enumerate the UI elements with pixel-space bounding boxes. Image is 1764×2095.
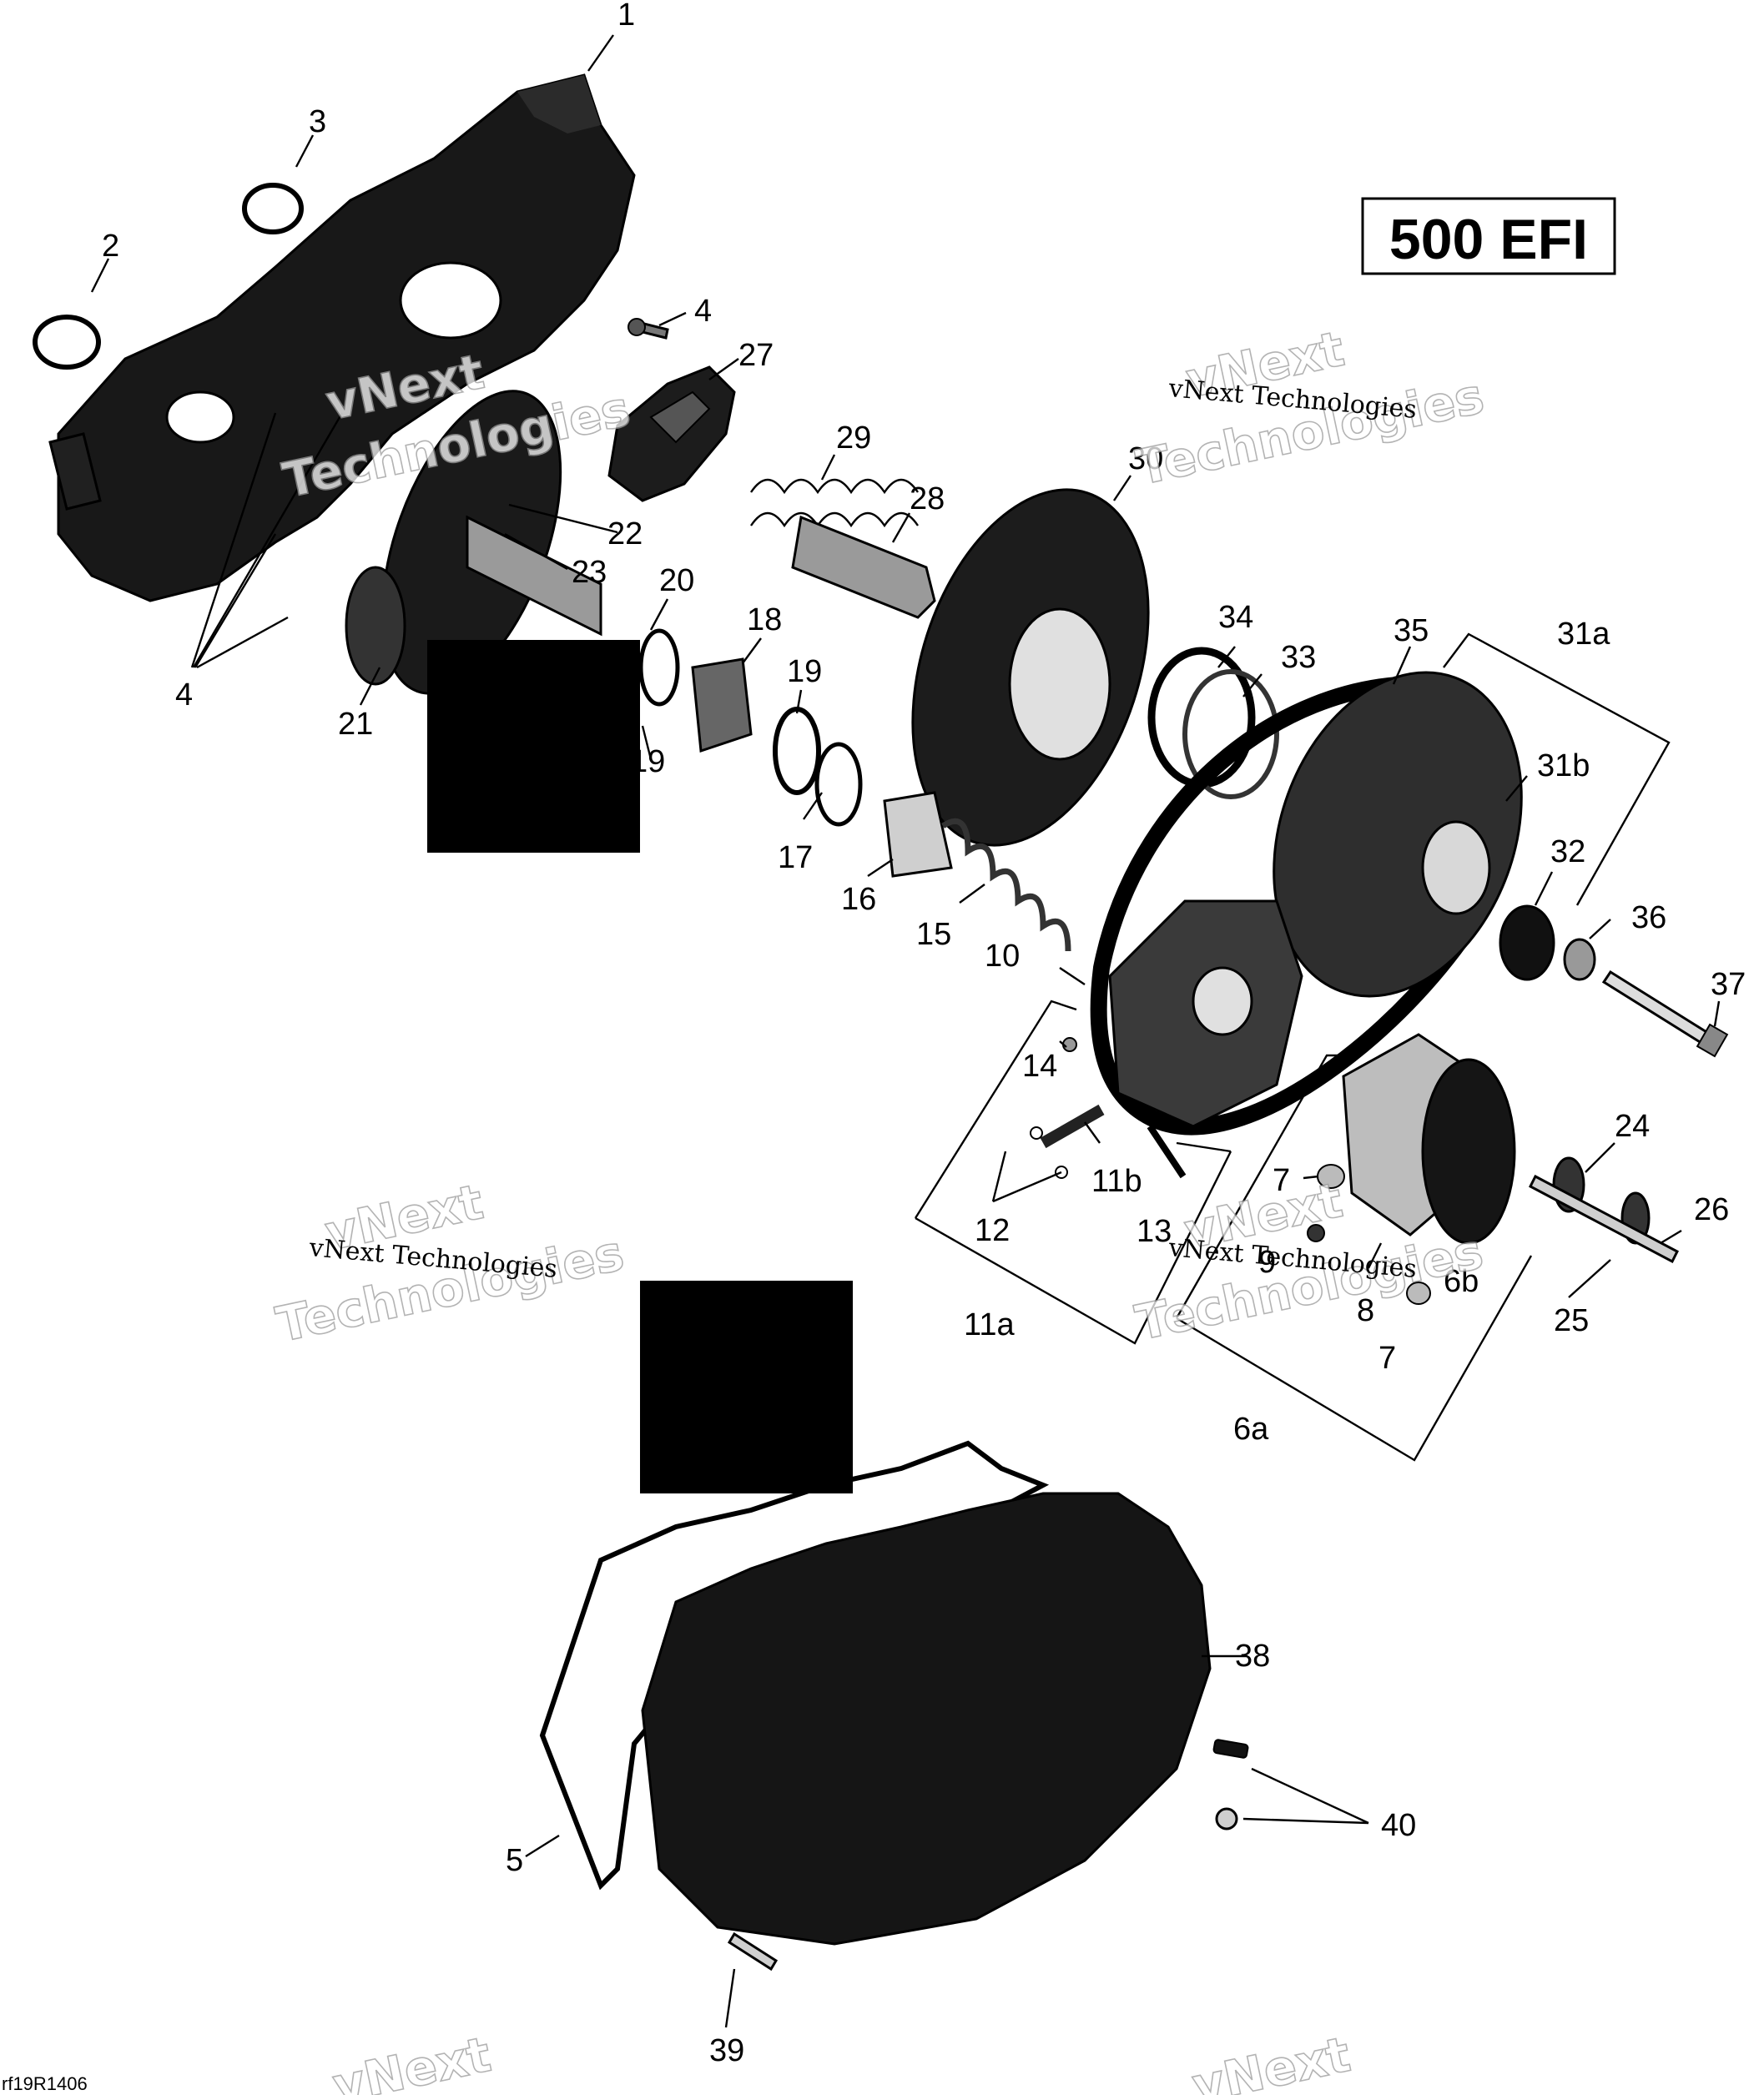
callout-32: 32 <box>1550 834 1585 869</box>
callout-10: 10 <box>985 939 1020 974</box>
callout-31b: 31b <box>1537 748 1590 783</box>
part-washer-36 <box>1563 938 1596 981</box>
part-spider-27 <box>607 365 736 502</box>
callout-37: 37 <box>1711 967 1746 1002</box>
callout-38: 38 <box>1235 1639 1270 1674</box>
callout-9: 9 <box>1258 1245 1276 1280</box>
callout-39: 39 <box>709 2033 744 2068</box>
part-clamp-33 <box>1182 669 1279 799</box>
callout-8: 8 <box>1357 1293 1374 1328</box>
part-cam-assembly-6 <box>1342 1033 1516 1245</box>
callout-35: 35 <box>1394 613 1429 648</box>
callout-4-upper: 4 <box>694 294 712 329</box>
redaction-box-lower <box>640 1281 853 1493</box>
part-bolt-39 <box>727 1931 779 1972</box>
part-screw-13 <box>1147 1124 1187 1179</box>
callout-17: 17 <box>778 840 813 875</box>
model-title-box: 500 EFI <box>1361 197 1616 275</box>
part-washer-12a <box>1030 1126 1043 1140</box>
callout-40: 40 <box>1381 1808 1416 1843</box>
callout-22: 22 <box>607 516 643 551</box>
callout-25: 25 <box>1554 1303 1589 1338</box>
callout-21: 21 <box>338 707 373 742</box>
callout-29: 29 <box>836 421 871 456</box>
callout-20: 20 <box>659 563 694 598</box>
watermark-bottom-left: vNext <box>328 2026 496 2095</box>
part-pin-9 <box>1307 1224 1325 1242</box>
part-spring-29 <box>750 478 919 528</box>
part-o-ring-3 <box>242 183 304 234</box>
callout-11b: 11b <box>1091 1164 1142 1199</box>
callout-16: 16 <box>841 882 876 917</box>
callout-13: 13 <box>1137 1214 1172 1249</box>
part-bushing-18 <box>691 657 753 753</box>
callout-28: 28 <box>910 481 945 516</box>
part-inner-cover <box>48 73 636 602</box>
part-bolt-37 <box>1601 969 1729 1058</box>
part-ring-20 <box>638 628 680 707</box>
part-drive-pulley <box>381 390 602 695</box>
callout-18: 18 <box>747 602 782 637</box>
callout-7-lower: 7 <box>1378 1341 1396 1376</box>
part-spring-15 <box>941 818 1071 952</box>
callout-12: 12 <box>975 1213 1010 1248</box>
part-sheave-30 <box>911 488 1150 847</box>
callout-6b: 6b <box>1444 1264 1479 1299</box>
redaction-box-upper <box>427 640 640 853</box>
callout-33: 33 <box>1281 640 1316 675</box>
callout-30: 30 <box>1128 441 1163 476</box>
callout-24: 24 <box>1615 1109 1650 1144</box>
callout-27: 27 <box>738 338 774 373</box>
part-washer-12b <box>1055 1166 1068 1179</box>
part-bearing-32 <box>1499 904 1555 981</box>
part-outer-cover-38 <box>641 1492 1212 1946</box>
part-shaft-28 <box>791 515 936 619</box>
part-gasket-5 <box>539 1440 1050 1891</box>
part-driven-pulley-31 <box>1273 671 1523 998</box>
part-housing-10 <box>1108 899 1303 1128</box>
part-bolts-4 <box>627 318 669 340</box>
part-bushing-16 <box>883 791 953 878</box>
part-ring-19 <box>773 707 821 795</box>
part-ring-17 <box>814 742 863 827</box>
drawing-code: rf19R1406 <box>2 2073 88 2094</box>
part-bolt-26 <box>1529 1174 1679 1264</box>
part-nut-14 <box>1062 1037 1077 1052</box>
part-arm-11b <box>1040 1104 1105 1149</box>
part-o-ring-2 <box>33 315 101 370</box>
callout-1: 1 <box>617 0 635 33</box>
callout-14: 14 <box>1022 1049 1057 1084</box>
watermark-bottom-right: vNext <box>1187 2026 1355 2095</box>
callout-5: 5 <box>506 1843 523 1878</box>
callout-11a: 11a <box>964 1307 1015 1342</box>
callout-6a: 6a <box>1233 1412 1269 1447</box>
callout-labels: 1 2 3 4 4 27 29 28 30 22 23 20 18 19 19 … <box>102 0 1746 2068</box>
watermark-upper-right: vNext Technologies vNext Technologies <box>1131 320 1489 496</box>
callout-4-group: 4 <box>175 677 193 713</box>
leader-lines <box>90 34 1721 2028</box>
callout-3: 3 <box>309 104 326 139</box>
model-title: 500 EFI <box>1389 208 1588 271</box>
callout-31a: 31a <box>1557 617 1610 652</box>
callout-19-right: 19 <box>787 654 822 689</box>
part-gear-21 <box>345 566 406 686</box>
part-clip-40 <box>1212 1739 1249 1831</box>
part-button-7b <box>1406 1282 1431 1305</box>
callout-26: 26 <box>1694 1192 1729 1227</box>
watermark-middle-left: vNext Technologies vNext Technologies <box>271 1172 629 1353</box>
callout-15: 15 <box>916 917 951 952</box>
callout-34: 34 <box>1218 600 1253 635</box>
callout-2: 2 <box>102 229 119 264</box>
callout-23: 23 <box>572 555 607 590</box>
callout-36: 36 <box>1631 900 1666 935</box>
callout-7-upper: 7 <box>1273 1163 1290 1198</box>
callout-19-left: 19 <box>630 744 665 779</box>
